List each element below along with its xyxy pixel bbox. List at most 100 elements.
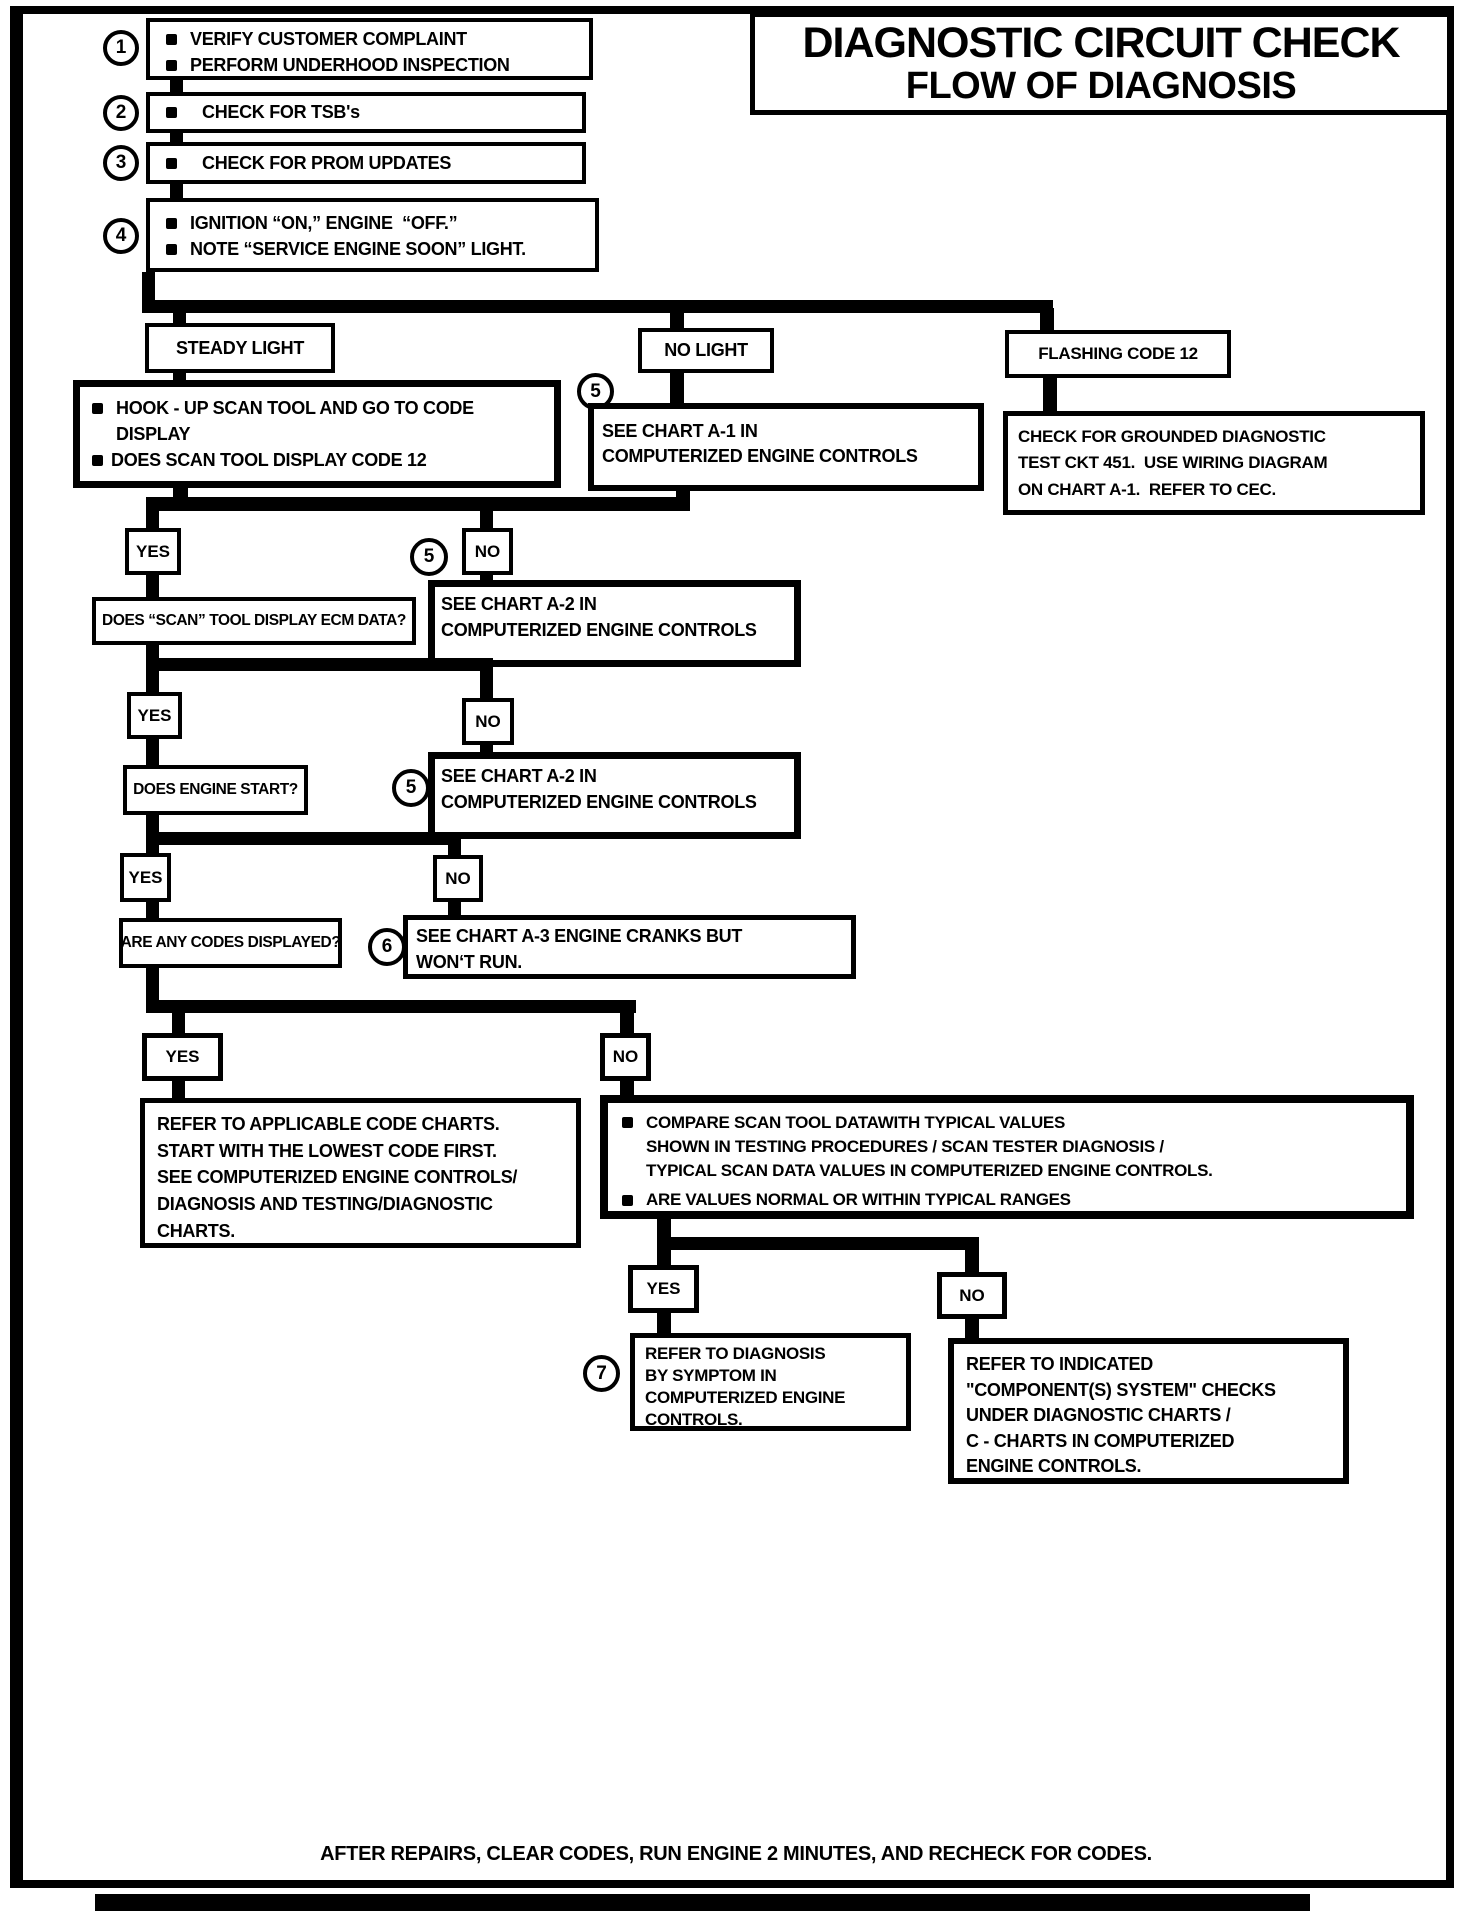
yes-label: YES — [135, 541, 171, 561]
connector-line — [480, 575, 493, 580]
codes-displayed-question-box: ARE ANY CODES DISPLAYED? — [119, 918, 342, 968]
steady-light-label: STEADY LIGHT — [175, 337, 305, 358]
no-label: NO — [959, 1285, 985, 1305]
bullet-icon — [166, 217, 177, 229]
steady-light-box: STEADY LIGHT — [145, 323, 335, 373]
symptom-line: CONTROLS. — [645, 1410, 743, 1430]
step-line: CHECK FOR PROM UPDATES — [202, 152, 452, 173]
title-box: DIAGNOSTIC CIRCUIT CHECK FLOW OF DIAGNOS… — [750, 12, 1452, 115]
connector-line — [146, 845, 159, 853]
no-label: NO — [612, 1047, 639, 1066]
step-line: NOTE “SERVICE ENGINE SOON” LIGHT. — [190, 239, 526, 260]
connector-line — [173, 313, 186, 323]
hookup-scan-tool-box: HOOK - UP SCAN TOOL AND GO TO CODE DISPL… — [73, 380, 561, 488]
step-line: IGNITION “ON,” ENGINE “OFF.” — [190, 213, 458, 233]
connector-line — [173, 373, 186, 380]
flashing-code-12-box: FLASHING CODE 12 — [1005, 330, 1231, 378]
component-line: C - CHARTS IN COMPUTERIZED — [966, 1430, 1235, 1451]
bullet-icon — [92, 402, 103, 414]
chart-a2-box-1: SEE CHART A-2 IN COMPUTERIZED ENGINE CON… — [428, 580, 801, 667]
step-line: PERFORM UNDERHOOD INSPECTION — [190, 55, 510, 76]
page-title: DIAGNOSTIC CIRCUIT CHECK — [802, 19, 1400, 67]
connector-line — [965, 1319, 979, 1338]
step-number: 3 — [115, 152, 127, 173]
hookup-line: HOOK - UP SCAN TOOL AND GO TO CODE — [116, 398, 474, 418]
connector-line — [146, 497, 690, 511]
connector-line — [146, 671, 159, 692]
yes-box-codes: YES — [142, 1033, 223, 1081]
component-line: "COMPONENT(S) SYSTEM" CHECKS — [966, 1379, 1276, 1400]
yes-label: YES — [646, 1279, 681, 1298]
engine-start-question-box: DOES ENGINE START? — [123, 765, 308, 815]
code-charts-line: SEE COMPUTERIZED ENGINE CONTROLS/ — [157, 1167, 518, 1188]
connector-line — [142, 272, 155, 306]
chart-a1-line: COMPUTERIZED ENGINE CONTROLS — [602, 446, 918, 467]
yes-label: YES — [128, 867, 163, 887]
chart-a2-line: COMPUTERIZED ENGINE CONTROLS — [441, 792, 757, 813]
component-line: UNDER DIAGNOSTIC CHARTS / — [966, 1405, 1231, 1426]
code-charts-line: START WITH THE LOWEST CODE FIRST. — [157, 1140, 497, 1161]
no-box-values: NO — [937, 1272, 1007, 1319]
code-charts-box: REFER TO APPLICABLE CODE CHARTS. START W… — [140, 1098, 581, 1248]
chart-a1-box: SEE CHART A-1 IN COMPUTERIZED ENGINE CON… — [588, 403, 984, 491]
step-circle-2: 2 — [103, 95, 139, 131]
compare-line: TYPICAL SCAN DATA VALUES IN COMPUTERIZED… — [646, 1160, 1213, 1180]
connector-line — [1040, 308, 1054, 330]
connector-line — [170, 184, 183, 198]
connector-line — [480, 671, 493, 698]
ref-circle-6: 6 — [368, 928, 406, 966]
ecm-data-question: DOES “SCAN” TOOL DISPLAY ECM DATA? — [102, 612, 406, 629]
no-label: NO — [474, 541, 501, 561]
chart-a2-line: COMPUTERIZED ENGINE CONTROLS — [441, 620, 757, 641]
ref-circle-7: 7 — [583, 1355, 620, 1392]
connector-line — [146, 902, 159, 918]
no-box-ecm: NO — [462, 698, 514, 745]
connector-line — [657, 1250, 671, 1265]
connector-line — [146, 511, 159, 528]
connector-line — [146, 658, 493, 671]
engine-start-question: DOES ENGINE START? — [133, 781, 298, 798]
step-circle-4: 4 — [103, 218, 139, 254]
chart-a1-line: SEE CHART A-1 IN — [602, 421, 758, 441]
connector-line — [146, 575, 159, 597]
connector-line — [480, 511, 493, 528]
scan-bar — [95, 1894, 1310, 1911]
component-line: ENGINE CONTROLS. — [966, 1456, 1142, 1477]
component-line: REFER TO INDICATED — [966, 1354, 1153, 1374]
grounded-line: TEST CKT 451. USE WIRING DIAGRAM — [1018, 453, 1328, 473]
no-light-box: NO LIGHT — [638, 328, 774, 373]
bullet-icon — [166, 33, 177, 45]
chart-a2-box-2: SEE CHART A-2 IN COMPUTERIZED ENGINE CON… — [428, 752, 801, 839]
symptom-line: BY SYMPTOM IN — [645, 1366, 777, 1386]
codes-displayed-question: ARE ANY CODES DISPLAYED? — [120, 934, 341, 951]
ref-number: 5 — [423, 546, 435, 567]
bullet-icon — [622, 1117, 633, 1129]
ref-circle-5c: 5 — [392, 769, 430, 807]
grounded-line: CHECK FOR GROUNDED DIAGNOSTIC — [1018, 427, 1326, 446]
chart-a2-line: SEE CHART A-2 IN — [441, 766, 597, 786]
connector-line — [146, 832, 461, 845]
connector-line — [620, 1013, 634, 1033]
step-circle-3: 3 — [103, 145, 139, 181]
no-box-engine: NO — [433, 855, 483, 902]
step-box-3: CHECK FOR PROM UPDATES — [146, 142, 586, 184]
yes-label: YES — [137, 705, 172, 725]
connector-line — [965, 1250, 979, 1272]
code-charts-line: REFER TO APPLICABLE CODE CHARTS. — [157, 1114, 500, 1134]
bullet-icon — [92, 454, 103, 466]
connector-line — [620, 1081, 634, 1095]
connector-line — [676, 490, 690, 497]
step-box-1: VERIFY CUSTOMER COMPLAINT PERFORM UNDERH… — [146, 18, 593, 80]
chart-a3-box: SEE CHART A-3 ENGINE CRANKS BUT WON‘T RU… — [403, 915, 856, 979]
connector-line — [1043, 378, 1057, 411]
flashing-code-12-label: FLASHING CODE 12 — [1038, 344, 1198, 363]
step-circle-1: 1 — [103, 30, 139, 66]
connector-line — [172, 1081, 185, 1098]
ref-circle-5b: 5 — [410, 538, 448, 576]
yes-box-ecm: YES — [127, 692, 182, 739]
page-border — [10, 6, 1454, 1888]
chart-a3-line: WON‘T RUN. — [416, 952, 522, 973]
chart-a2-line: SEE CHART A-2 IN — [441, 594, 597, 614]
connector-line — [670, 308, 684, 328]
